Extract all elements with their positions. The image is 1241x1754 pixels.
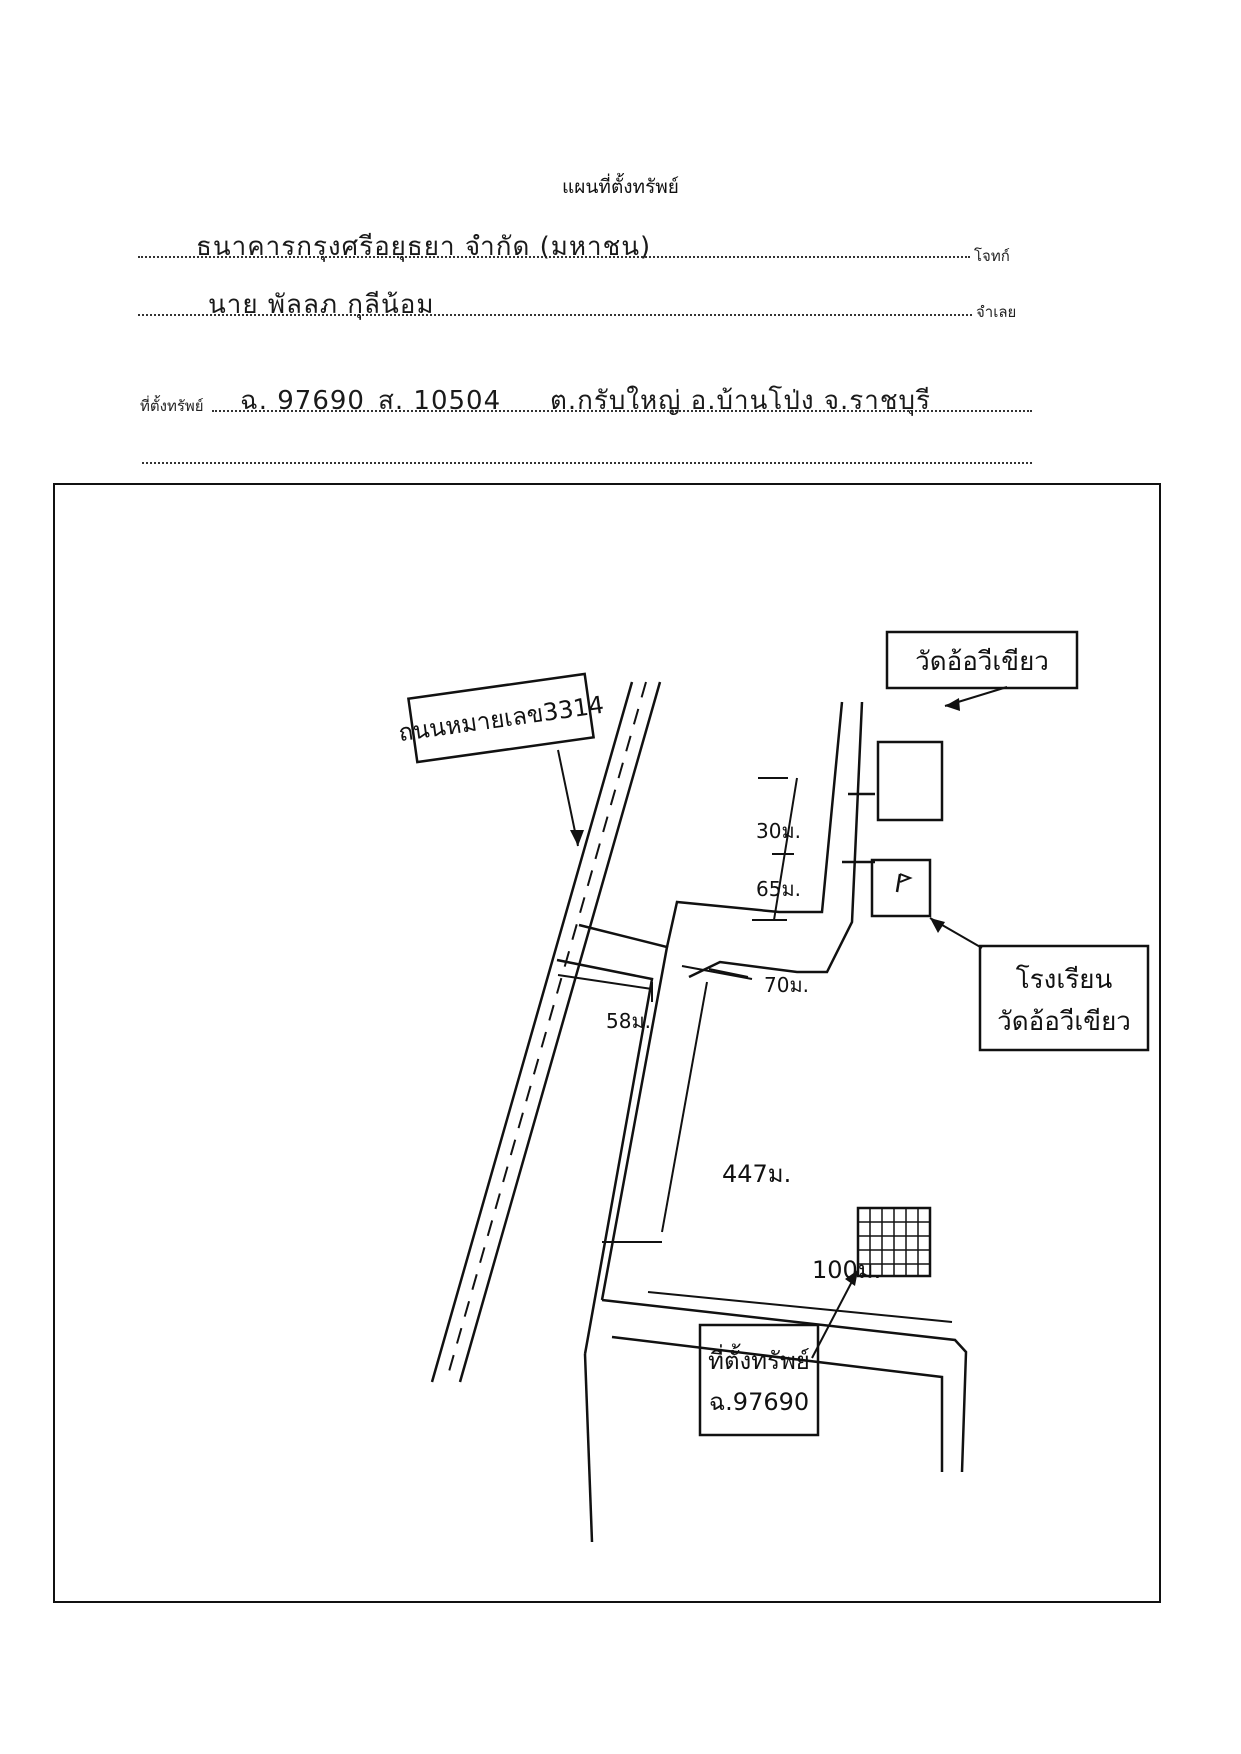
- map-border: [53, 483, 1161, 1603]
- location-label: ที่ตั้งทรัพย์: [140, 397, 204, 415]
- property-pointer: [811, 1269, 859, 1359]
- dimension-lines: [557, 777, 953, 1323]
- property-label-line1: ที่ตั้งทรัพย์: [708, 1343, 810, 1375]
- page-title: แผนที่ตั้งทรัพย์: [562, 176, 679, 198]
- school-flag: [899, 873, 913, 883]
- school-building: [870, 858, 932, 918]
- property-grid: [858, 1208, 930, 1276]
- temple-label: วัดอ้อวีเขียว: [915, 647, 1049, 677]
- survey-number: ส. 10504: [378, 386, 502, 416]
- plaintiff-label: โจทก์: [974, 247, 1010, 265]
- deed-number: ฉ. 97690: [240, 386, 365, 416]
- highway-3314: [430, 681, 662, 1383]
- plaintiff-value: ธนาคารกรุงศรีอยุธยา จำกัด (มหาชน): [196, 232, 652, 262]
- access-roads: [556, 701, 968, 1543]
- location-line: [212, 410, 1032, 412]
- location-map: ถนนหมายเลข3314 วัดอ้อวีเขียว โรงเรียน วั…: [53, 483, 1161, 1603]
- property-label-box: [698, 1323, 820, 1437]
- dim-58-label: 58ม.: [606, 1009, 651, 1033]
- school-label-line2: วัดอ้อวีเขียว: [997, 1007, 1131, 1037]
- dim-30-label: 30ม.: [756, 819, 801, 843]
- dim-65-label: 65ม.: [756, 877, 801, 901]
- property-pointer-arrow: [845, 1270, 858, 1286]
- dim-70-label: 70ม.: [764, 973, 809, 997]
- defendant-line: [138, 314, 972, 316]
- temple-building: [876, 740, 944, 822]
- temple-label-box: [885, 630, 1079, 690]
- school-pointer-arrow: [930, 918, 945, 933]
- school-label-box: [978, 944, 1150, 1052]
- plaintiff-line: [138, 256, 970, 258]
- road-pointer-arrow: [570, 830, 584, 846]
- address-value: ต.กรับใหญ่ อ.บ้านโป่ง จ.ราชบุรี: [550, 386, 931, 416]
- defendant-label: จำเลย: [976, 303, 1017, 321]
- road-label-box: [407, 672, 595, 764]
- school-flag-pole: [895, 873, 902, 893]
- temple-pointer-arrow: [945, 698, 960, 711]
- dim-447-label: 447ม.: [722, 1160, 791, 1188]
- property-label-line2: ฉ.97690: [709, 1388, 809, 1416]
- blank-line: [142, 462, 1032, 464]
- defendant-value: นาย พัลลภ กุลีน้อม: [208, 290, 435, 320]
- school-label-line1: โรงเรียน: [1016, 964, 1113, 995]
